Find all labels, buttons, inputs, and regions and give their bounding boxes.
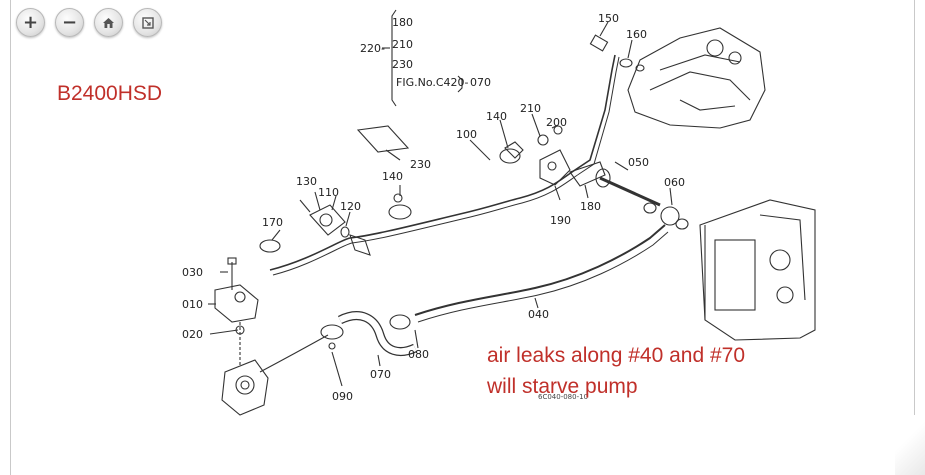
part-160: 160 — [626, 28, 647, 41]
part-230: 230 — [410, 158, 431, 171]
part-130: 130 — [296, 175, 317, 188]
page-curl-corner — [895, 415, 925, 475]
filter-head-010 — [214, 284, 259, 323]
zoom-in-button[interactable]: + — [16, 8, 45, 37]
part-110: 110 — [318, 186, 339, 199]
annotation-note: air leaks along #40 and #70 will starve … — [487, 340, 745, 402]
hydraulic-pump — [221, 359, 269, 416]
part-090: 090 — [332, 390, 353, 403]
transmission-case — [699, 199, 816, 341]
pipe-040 — [414, 224, 666, 316]
part-050: 050 — [628, 156, 649, 169]
figure-reference-end: 070 — [470, 76, 491, 89]
part-120: 120 — [340, 200, 361, 213]
gasket-230 — [356, 125, 410, 153]
part-070: 070 — [370, 368, 391, 381]
zoom-out-button[interactable]: − — [55, 8, 84, 37]
drawing-code: 6C040-080-10 — [538, 393, 588, 401]
part-100: 100 — [456, 128, 477, 141]
line-art — [208, 9, 816, 416]
part-180: 180 — [580, 200, 601, 213]
part-080: 080 — [408, 348, 429, 361]
part-200: 200 — [546, 116, 567, 129]
home-button[interactable] — [94, 8, 123, 37]
viewer-left-border — [10, 0, 11, 475]
figure-reference: FIG.No.C420- — [396, 76, 469, 89]
engine-assembly — [627, 27, 766, 129]
part-210: 210 — [520, 102, 541, 115]
hose-070 — [338, 312, 417, 355]
part-140-lower: 140 — [382, 170, 403, 183]
part-010: 010 — [182, 298, 203, 311]
model-label: B2400HSD — [57, 82, 163, 105]
part-030: 030 — [182, 266, 203, 279]
fit-window-icon — [141, 16, 154, 29]
part-060: 060 — [664, 176, 685, 189]
group-item-230: 230 — [392, 58, 413, 71]
part-170: 170 — [262, 216, 283, 229]
annotation-line-1: air leaks along #40 and #70 — [487, 344, 746, 367]
viewer-right-border — [914, 0, 915, 475]
zoom-toolbar: + − — [16, 8, 162, 37]
group-label-220: 220- — [360, 42, 385, 55]
part-150: 150 — [598, 12, 619, 25]
group-item-210: 210 — [392, 38, 413, 51]
part-020: 020 — [182, 328, 203, 341]
part-190: 190 — [550, 214, 571, 227]
plus-icon: + — [22, 12, 39, 33]
parts-diagram: 180 210 230 220- FIG.No.C420- 070 030 01… — [182, 9, 816, 416]
minus-icon: − — [61, 12, 78, 33]
group-bracket — [391, 9, 397, 107]
annotation-line-2: will starve pump — [487, 375, 638, 398]
part-140-upper: 140 — [486, 110, 507, 123]
part-040: 040 — [528, 308, 549, 321]
group-item-180: 180 — [392, 16, 413, 29]
home-icon — [103, 17, 114, 28]
fit-window-button[interactable] — [133, 8, 162, 37]
